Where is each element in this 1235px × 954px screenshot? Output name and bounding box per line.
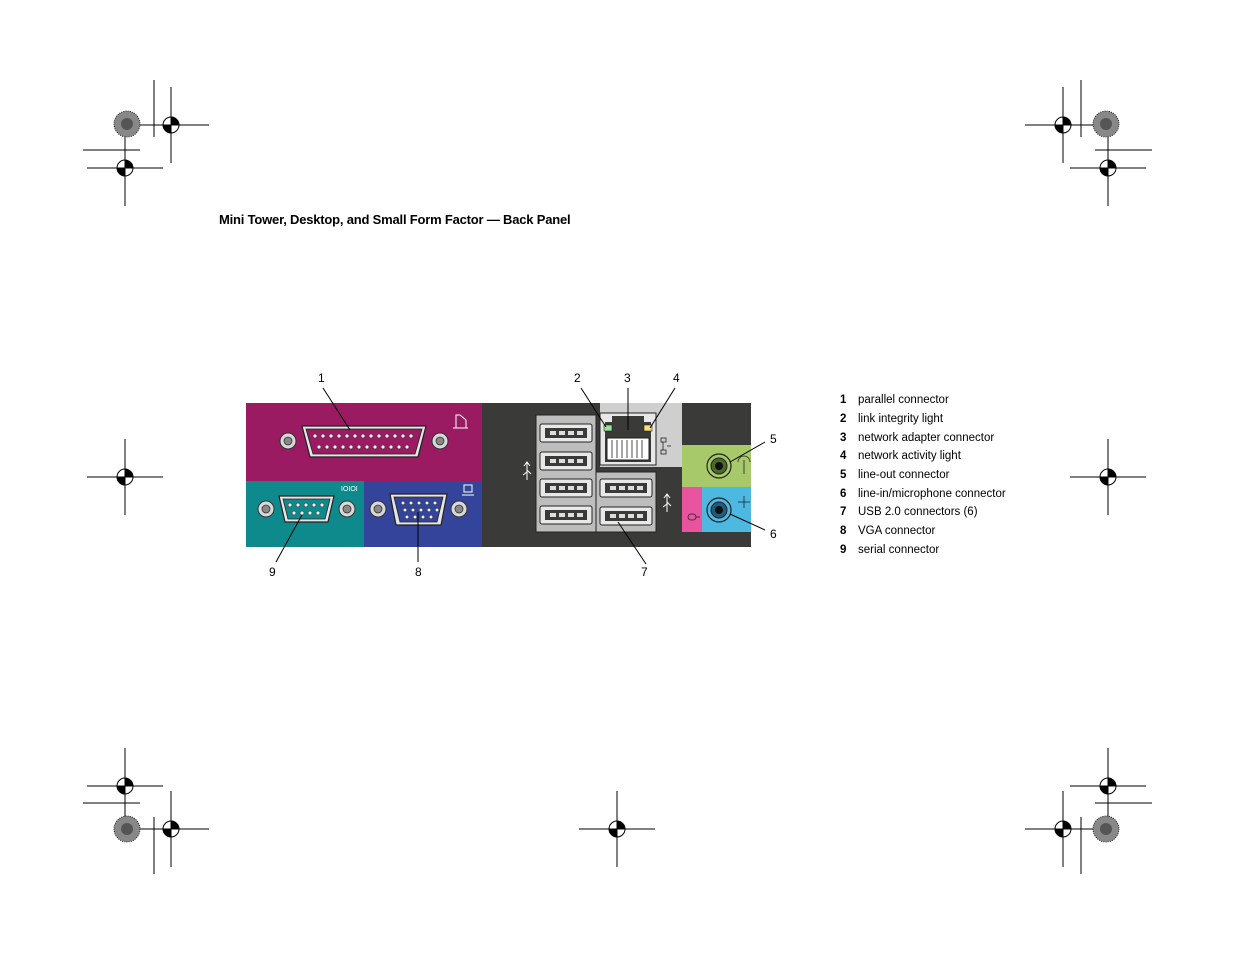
link-integrity-light bbox=[603, 424, 613, 432]
network-activity-light bbox=[643, 424, 653, 432]
line-in-area bbox=[682, 487, 702, 532]
line-in-microphone-connector bbox=[706, 497, 732, 523]
line-out-connector bbox=[706, 453, 732, 479]
callout-9: 9 bbox=[269, 565, 276, 579]
callout-labels: 1 2 3 4 5 6 7 8 9 bbox=[269, 371, 777, 579]
callout-1: 1 bbox=[318, 371, 325, 385]
microphone-icon bbox=[687, 513, 700, 521]
serial-connector bbox=[257, 495, 356, 523]
usb-icon bbox=[522, 461, 532, 480]
parallel-connector bbox=[279, 425, 449, 458]
callout-7: 7 bbox=[641, 565, 648, 579]
printer-icon bbox=[453, 414, 468, 429]
callout-2: 2 bbox=[574, 371, 581, 385]
callout-3: 3 bbox=[624, 371, 631, 385]
headphone-icon bbox=[737, 455, 751, 474]
network-icon bbox=[660, 437, 671, 455]
callout-leaders bbox=[275, 387, 766, 565]
usb-icon bbox=[662, 493, 672, 512]
vga-connector bbox=[369, 493, 468, 526]
callout-4: 4 bbox=[673, 371, 680, 385]
usb-connectors-right bbox=[595, 471, 657, 533]
line-in-icon bbox=[738, 496, 750, 508]
serial-symbol: IOIOI bbox=[341, 486, 358, 493]
monitor-icon bbox=[462, 484, 474, 496]
callout-8: 8 bbox=[415, 565, 422, 579]
page-title: Mini Tower, Desktop, and Small Form Fact… bbox=[219, 212, 571, 227]
callout-6: 6 bbox=[770, 527, 777, 541]
callout-5: 5 bbox=[770, 432, 777, 446]
usb-connectors-left bbox=[535, 414, 597, 533]
